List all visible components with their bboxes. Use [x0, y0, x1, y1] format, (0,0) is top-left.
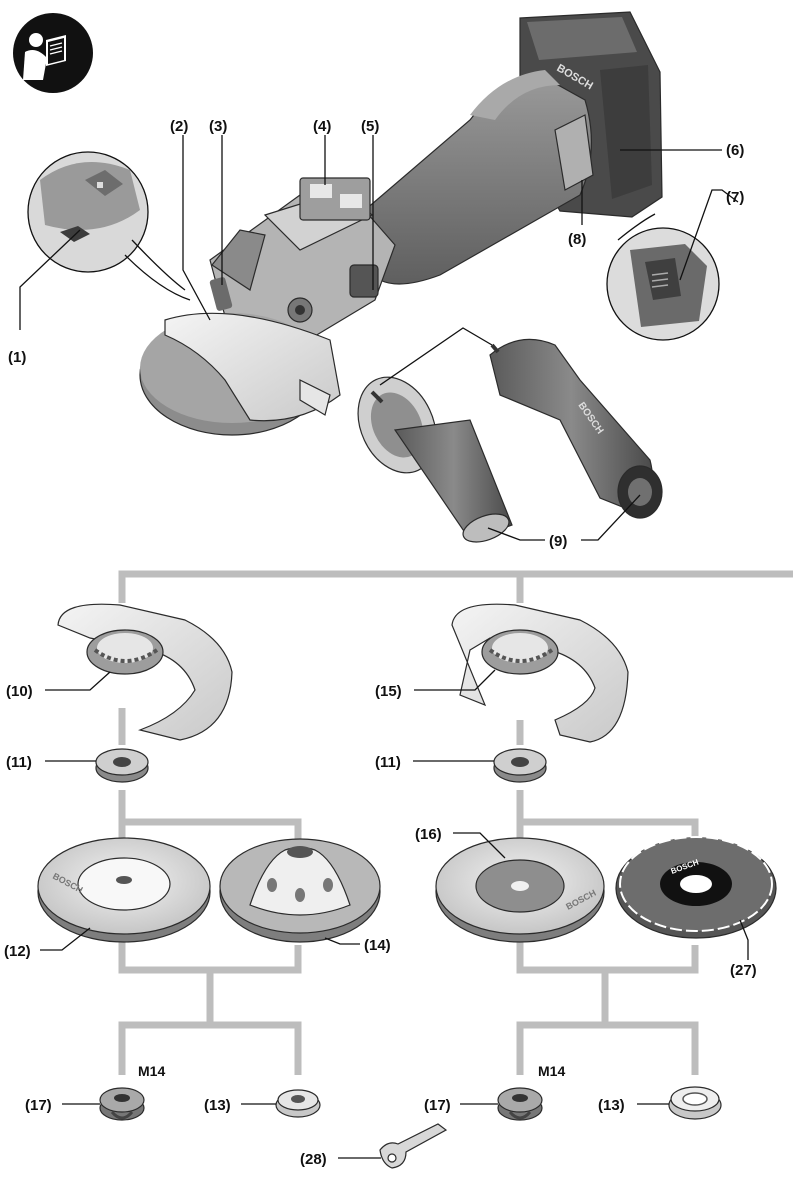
mounting-flange-left: [95, 748, 149, 783]
clamping-nut-right: [668, 1086, 722, 1120]
callout-11-left: (11): [6, 754, 32, 771]
quick-clamp-nut-right: [497, 1087, 543, 1121]
angle-grinder: BOSCH: [139, 11, 663, 436]
thread-label-right: M14: [538, 1063, 565, 1079]
leader-lines: [19, 135, 749, 1159]
quick-clamp-nut-left: [99, 1087, 145, 1121]
thread-label-left: M14: [138, 1063, 165, 1079]
callout-1: (1): [8, 349, 26, 366]
callout-17-left: (17): [25, 1097, 52, 1114]
cutting-disc: BOSCH: [435, 837, 605, 943]
handle-connector-line: [379, 327, 493, 386]
callout-3: (3): [209, 118, 227, 135]
callout-9: (9): [549, 533, 567, 550]
callout-14: (14): [364, 937, 391, 954]
callout-4: (4): [313, 118, 331, 135]
callout-11-right: (11): [375, 754, 401, 771]
callout-6: (6): [726, 142, 744, 159]
callout-17-right: (17): [424, 1097, 451, 1114]
callout-labels: (1) (2) (3) (4) (5) (6) (7) (8) (9) (10)…: [4, 118, 757, 1168]
callout-10: (10): [6, 683, 33, 700]
detail-circle-spindle-lock: [27, 151, 191, 301]
diamond-cutting-disc: BOSCH: [615, 836, 777, 939]
read-manual-icon: [13, 13, 93, 93]
flap-disc: [219, 838, 381, 943]
auxiliary-handle-straight: [357, 376, 513, 543]
detail-circle-battery-release: [606, 213, 720, 341]
guard-grinding: [57, 603, 233, 741]
battery-pack: BOSCH: [519, 11, 663, 218]
callout-27: (27): [730, 962, 757, 979]
callout-28: (28): [300, 1151, 327, 1168]
mounting-flange-right: [493, 748, 547, 783]
two-pin-spanner: [379, 1123, 448, 1169]
callout-12: (12): [4, 943, 31, 960]
callout-15: (15): [375, 683, 402, 700]
auxiliary-handle-vibration: BOSCH: [489, 338, 663, 519]
callout-13-right: (13): [598, 1097, 625, 1114]
callout-16: (16): [415, 826, 442, 843]
callout-2: (2): [170, 118, 188, 135]
grinding-disc: BOSCH: [37, 837, 211, 943]
clamping-nut-left: [275, 1089, 321, 1118]
callout-5: (5): [361, 118, 379, 135]
callout-13-left: (13): [204, 1097, 231, 1114]
guard-cutting: [451, 603, 629, 743]
callout-7: (7): [726, 189, 744, 206]
callout-8: (8): [568, 231, 586, 248]
accessory-tree-lines: [118, 570, 793, 1075]
